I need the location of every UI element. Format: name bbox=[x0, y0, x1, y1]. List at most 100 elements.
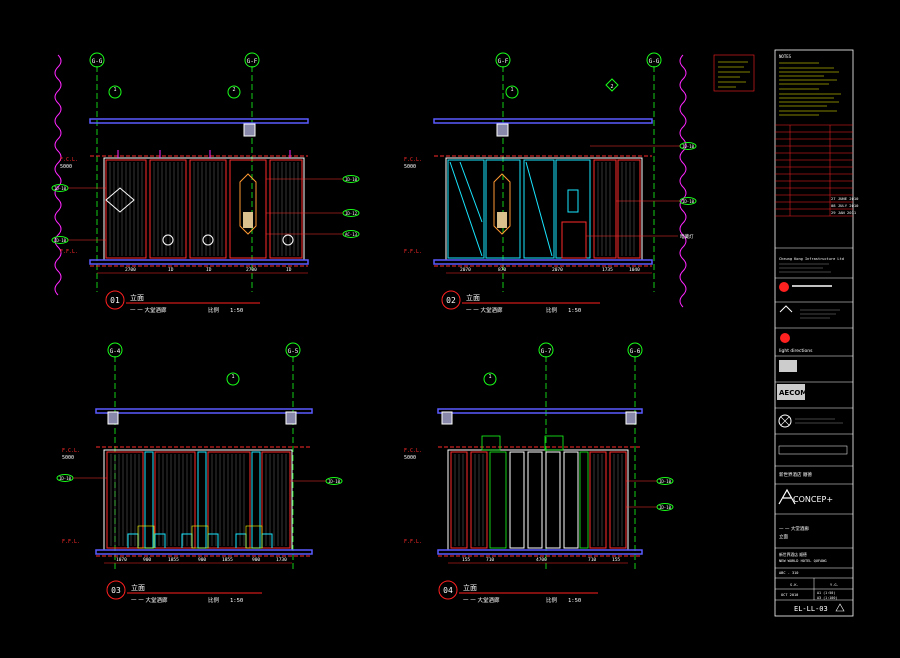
dim-text: 155 bbox=[462, 557, 470, 563]
grid-label-left: G-F bbox=[498, 58, 509, 65]
notes-heading: NOTES bbox=[779, 54, 792, 59]
paper-size: A1 (1:50) bbox=[817, 591, 835, 595]
revision-cloud-top-right bbox=[679, 54, 687, 308]
dim-text: 1040 bbox=[629, 267, 640, 273]
revision-cloud-top-left bbox=[54, 54, 62, 296]
client-name-small: 新世界酒店 顺德 bbox=[779, 552, 807, 557]
callout-tag: ID-10 bbox=[59, 476, 72, 481]
level-fcl: F.C.L. bbox=[404, 157, 422, 163]
dim-text: 155 bbox=[612, 557, 620, 563]
grid-bubble bbox=[89, 52, 105, 68]
grid-label-right: G-G bbox=[649, 58, 660, 65]
scale-value: 1:50 bbox=[230, 308, 243, 314]
dim-text: 900 bbox=[198, 557, 206, 563]
dim-text: 870 bbox=[498, 267, 506, 273]
dim-text: 2070 bbox=[552, 267, 563, 273]
drawing-subtitle: 一 一 大堂酒廊 bbox=[131, 596, 168, 604]
title-block: NOTES 27 JUNE 2010 08 JULY 2010 29 JAN 2… bbox=[713, 49, 859, 617]
grid-label-left: G-4 bbox=[110, 348, 121, 355]
dim-text: ID bbox=[206, 267, 212, 273]
dim-text: 1855 bbox=[168, 557, 179, 563]
drawing-number: EL-LL-03 bbox=[794, 605, 828, 613]
callout-tag: AC-13 bbox=[345, 232, 358, 237]
scale-label: 比例 bbox=[208, 596, 220, 604]
dim-text: 1855 bbox=[222, 557, 233, 563]
dim-text: 4700 bbox=[536, 557, 547, 563]
scale-label: 比例 bbox=[546, 306, 558, 314]
dim-text: 710 bbox=[588, 557, 596, 563]
section-mark: 2 bbox=[610, 84, 613, 90]
callout-tag: ID-12 bbox=[345, 211, 358, 216]
job-number: ABC - 310 bbox=[779, 571, 798, 575]
grid-label-right: G-5 bbox=[288, 348, 299, 355]
drawing-title: 立面 bbox=[463, 583, 477, 592]
consultant-name: Cheung Kong Infrastructure Ltd bbox=[779, 257, 844, 261]
scale-label: 比例 bbox=[546, 596, 558, 604]
elevation-04: G-7 G-6 1 bbox=[404, 342, 674, 604]
callout-tag: ID-10 bbox=[659, 479, 672, 484]
checked-by: Y.G. bbox=[830, 583, 839, 587]
drawing-number: 01 bbox=[110, 296, 120, 305]
scale-value: 1:50 bbox=[568, 308, 581, 314]
section-mark: 1 bbox=[113, 87, 116, 93]
level-ffl: F.F.L. bbox=[60, 249, 78, 255]
drawing-number: 02 bbox=[446, 296, 456, 305]
drawn-by: S.K. bbox=[790, 583, 799, 587]
callout-tag: ID-10 bbox=[682, 144, 695, 149]
level-ffl: F.F.L. bbox=[404, 249, 422, 255]
drawing-number: 04 bbox=[443, 586, 453, 595]
dim-text: 2700 bbox=[246, 267, 257, 273]
callout-tag: ID-10 bbox=[328, 479, 341, 484]
dim-text: 2700 bbox=[125, 267, 136, 273]
paper-size: A3 (1:100) bbox=[817, 596, 837, 600]
grid-label-left: G-7 bbox=[541, 348, 552, 355]
dim-text: 2070 bbox=[460, 267, 471, 273]
level-ffl: F.F.L. bbox=[62, 539, 80, 545]
drawing-title: 立面 bbox=[131, 583, 145, 592]
dim-text: 1735 bbox=[602, 267, 613, 273]
level-fcl: F.C.L. bbox=[60, 157, 78, 163]
section-mark: 2 bbox=[232, 87, 235, 93]
callout-tag: ID-10 bbox=[345, 177, 358, 182]
dim-text: ID bbox=[286, 267, 292, 273]
drawing-subtitle: 一 一 大堂酒廊 bbox=[466, 306, 503, 314]
section-mark: 1 bbox=[231, 374, 234, 380]
drawing-number: 03 bbox=[111, 586, 121, 595]
dim-text: 900 bbox=[252, 557, 260, 563]
drawing-subtitle: 一 一 大堂酒廊 bbox=[130, 306, 167, 314]
dim-text: ID bbox=[168, 267, 174, 273]
section-mark: 1 bbox=[488, 374, 491, 380]
dim-text: 900 bbox=[143, 557, 151, 563]
callout-tag: ID-10 bbox=[54, 186, 67, 191]
callout-tag: ID-10 bbox=[682, 199, 695, 204]
level-ffl: F.F.L. bbox=[404, 539, 422, 545]
sheet-subtitle: 一 一 大堂酒廊 bbox=[779, 525, 809, 532]
scale-value: 1:50 bbox=[568, 598, 581, 604]
level-value: 5000 bbox=[60, 164, 72, 170]
elevation-03: G-4 G-5 1 bbox=[56, 342, 343, 604]
scale-value: 1:50 bbox=[230, 598, 243, 604]
dim-text: 1070 bbox=[116, 557, 127, 563]
consultant-logo-text: CONCEP+ bbox=[793, 495, 833, 504]
grid-label-right: G-F bbox=[247, 58, 258, 65]
level-value: 5000 bbox=[62, 455, 74, 461]
revision-date: 29 JAN 2011 bbox=[831, 210, 857, 215]
consultant-logo-text: AECOM bbox=[779, 389, 807, 397]
elevation-01: G-G G-F 1 2 bbox=[51, 52, 360, 314]
section-mark: 1 bbox=[510, 87, 513, 93]
drawing-date: OCT 2010 bbox=[781, 593, 798, 597]
drawing-title: 立面 bbox=[466, 293, 480, 302]
revision-date: 08 JULY 2010 bbox=[831, 203, 859, 208]
callout-tag: ID-10 bbox=[659, 505, 672, 510]
project-name: NEW WORLD HOTEL QUFANG bbox=[779, 559, 827, 563]
level-fcl: F.C.L. bbox=[404, 448, 422, 454]
consultant-name: light directions bbox=[779, 348, 813, 354]
level-value: 5000 bbox=[404, 455, 416, 461]
level-value: 5000 bbox=[404, 164, 416, 170]
sheet-title: 立面 bbox=[779, 533, 788, 540]
callout-text: 暗藏灯 bbox=[680, 233, 694, 240]
level-fcl: F.C.L. bbox=[62, 448, 80, 454]
dim-text: 1730 bbox=[276, 557, 287, 563]
grid-bubble bbox=[244, 52, 260, 68]
